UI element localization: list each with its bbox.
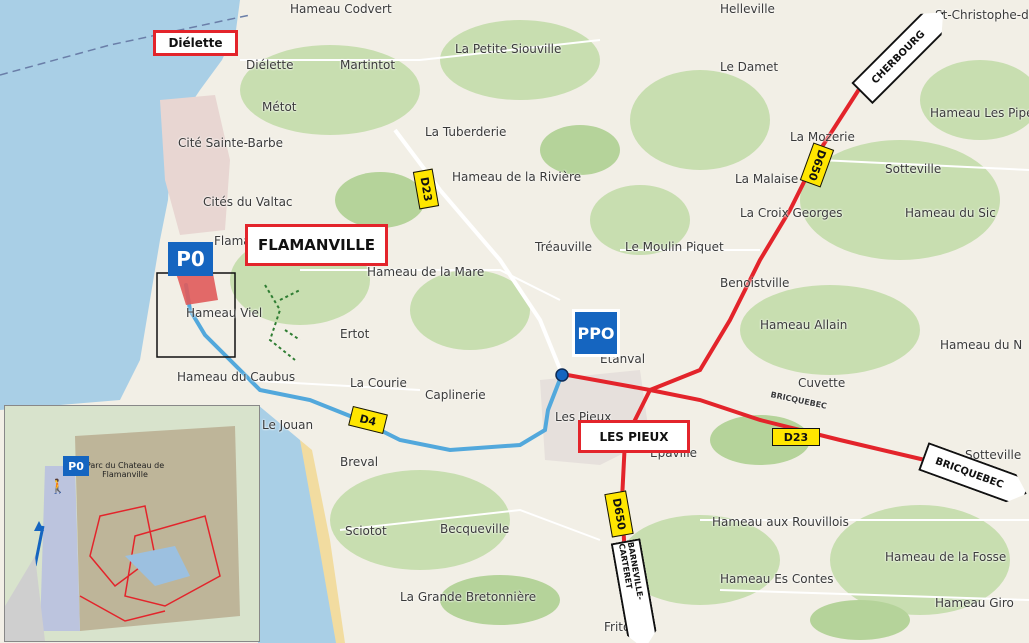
place-hameau-du-sic: Hameau du Sic	[905, 206, 996, 220]
place-hameau-les-pipes: Hameau Les Pipe	[930, 106, 1029, 120]
place-tuberderie: La Tuberderie	[425, 125, 507, 139]
place-sotteville-right: Sotteville	[965, 448, 1022, 462]
place-cites-valtac: Cités du Valtac	[203, 195, 293, 209]
place-petite-siouville: La Petite Siouville	[455, 42, 562, 56]
parking-p0-marker[interactable]: P0	[168, 242, 213, 276]
place-treauville: Tréauville	[535, 240, 593, 254]
parking-ppo-marker[interactable]: PPO	[572, 309, 620, 357]
place-hameau-mare: Hameau de la Mare	[367, 265, 485, 279]
place-caplinerie: Caplinerie	[425, 388, 486, 402]
place-hameau-giro: Hameau Giro	[935, 596, 1014, 610]
place-hameau-codvert: Hameau Codvert	[290, 2, 392, 16]
road-label-d23-east: D23	[772, 428, 820, 446]
place-la-mozerie: La Mozerie	[790, 130, 855, 144]
place-becqueville: Becqueville	[440, 522, 510, 536]
place-hameau-fosse: Hameau de la Fosse	[885, 550, 1007, 564]
pedestrian-icon: 🚶	[49, 479, 67, 495]
place-hameau-es-contes: Hameau Es Contes	[720, 572, 834, 586]
place-sciotot: Sciotot	[345, 524, 387, 538]
place-hameau-rouvillois: Hameau aux Rouvillois	[712, 515, 849, 529]
place-la-malaise: La Malaise	[735, 172, 799, 186]
place-hameau-allain: Hameau Allain	[760, 318, 848, 332]
place-benoistville: Benoistville	[720, 276, 790, 290]
place-hameau-du-n: Hameau du N	[940, 338, 1023, 352]
inset-parking-p0[interactable]: P0	[63, 456, 89, 476]
place-grande-bretonniere: La Grande Bretonnière	[400, 590, 537, 604]
inset-map-drawing	[5, 406, 259, 641]
town-box-flamanville: FLAMANVILLE	[245, 224, 388, 266]
place-cite-sainte-barbe: Cité Sainte-Barbe	[178, 136, 284, 150]
town-box-dielette: Diélette	[153, 30, 238, 56]
place-sotteville: Sotteville	[885, 162, 942, 176]
place-martintot: Martintot	[340, 58, 396, 72]
town-box-les-pieux: LES PIEUX	[578, 420, 690, 453]
place-cuvette: Cuvette	[798, 376, 846, 390]
place-dielette: Diélette	[246, 58, 294, 72]
place-st-christophe: St-Christophe-d	[935, 8, 1029, 22]
place-la-courie: La Courie	[350, 376, 407, 390]
place-le-jouan: Le Jouan	[262, 418, 314, 432]
place-moulin-piquet: Le Moulin Piquet	[625, 240, 724, 254]
place-helleville: Helleville	[720, 2, 775, 16]
place-le-damet: Le Damet	[720, 60, 779, 74]
place-croix-georges: La Croix Georges	[740, 206, 843, 220]
place-hameau-caubus: Hameau du Caubus	[177, 370, 296, 384]
inset-park-title: Parc du Chateau de Flamanville	[85, 461, 165, 479]
place-ertot: Ertot	[340, 327, 370, 341]
place-metot: Métot	[262, 100, 297, 114]
place-breval: Breval	[340, 455, 379, 469]
place-hameau-viel: Hameau Viel	[186, 306, 263, 320]
place-hameau-riviere: Hameau de la Rivière	[452, 170, 582, 184]
inset-map: Parc du Chateau de Flamanville P0 🚶	[4, 405, 260, 642]
